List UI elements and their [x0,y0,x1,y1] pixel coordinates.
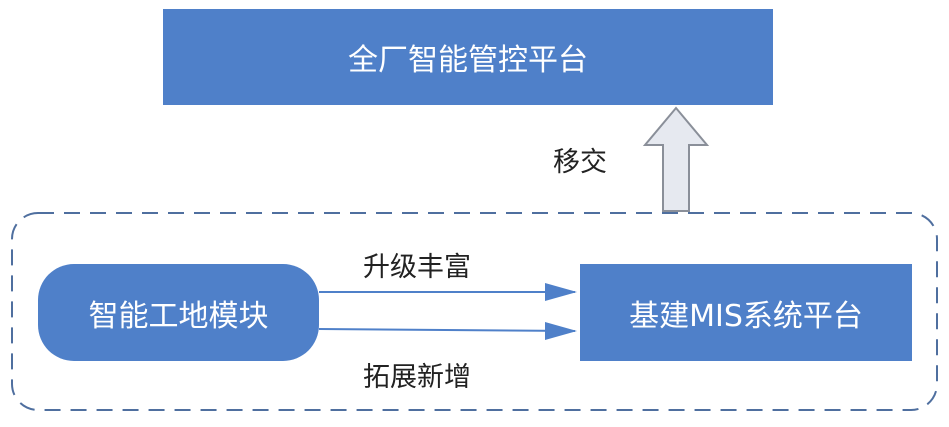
upgrade-label: 升级丰富 [363,252,471,283]
upgrade-arrowhead [545,283,577,301]
mis-platform-box: 基建MIS系统平台 [580,264,912,361]
expand-arrow [318,328,576,332]
expand-label: 拓展新增 [363,362,471,393]
expand-arrowhead [545,322,577,340]
dashed-group-border [11,212,938,411]
transfer-up-arrow [642,106,710,212]
transfer-label: 移交 [553,147,607,178]
top-platform-box: 全厂智能管控平台 [163,9,773,105]
smart-site-module-box: 智能工地模块 [38,264,319,361]
mis-platform-label: 基建MIS系统平台 [629,298,863,334]
top-platform-label: 全厂智能管控平台 [348,43,588,78]
smart-site-module-label: 智能工地模块 [88,298,269,334]
